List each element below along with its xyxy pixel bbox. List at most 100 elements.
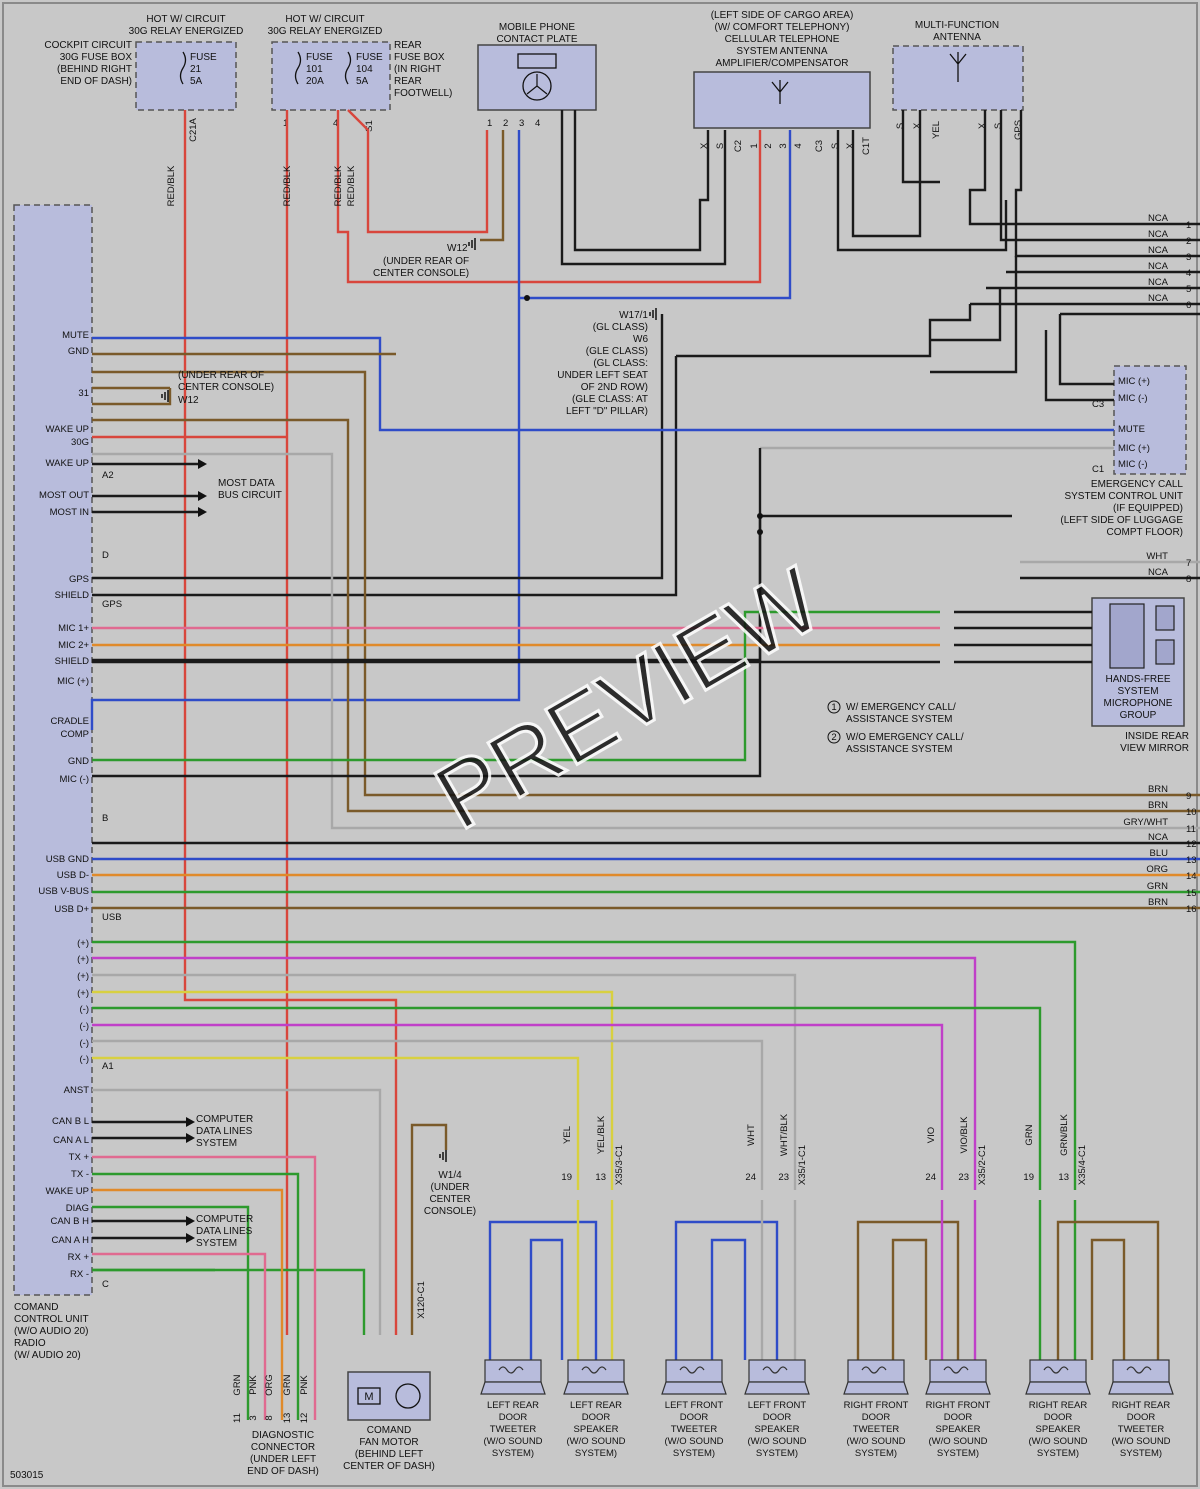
speaker-body (748, 1359, 806, 1383)
wire-nca-phone-2 (573, 110, 710, 252)
arrow-head (186, 1133, 195, 1143)
speaker-body (929, 1359, 987, 1383)
w12-top-loc-1: (UNDER REAR OF (383, 256, 469, 267)
rear-fuse-name-2: FUSE BOX (394, 52, 445, 63)
w12-mid-label: W12 (178, 395, 199, 406)
fuse-21-rating: 5A (190, 76, 203, 87)
comand-pin-function: (+) (77, 988, 89, 999)
speaker-4-name-4: (W/O SOUND (747, 1436, 806, 1447)
w17-line-9: LEFT "D" PILLAR) (566, 406, 648, 417)
diag-pin: 12 (299, 1413, 310, 1424)
mf-antenna-name-1: MULTI-FUNCTION (915, 20, 999, 31)
ecall-conn-c3: C3 (1092, 399, 1104, 410)
ecall-body (1113, 365, 1187, 475)
wire-nca-mic-minus (1044, 330, 1114, 402)
comand-fan-motor: M COMAND FAN MOTOR (BEHIND LEFT CENTER O… (343, 1281, 435, 1472)
speaker-conn-pin: 23 (778, 1172, 789, 1183)
wire-nca-ant-s (901, 110, 940, 184)
rear-fuse-box-body (271, 41, 391, 111)
speaker-3 (661, 1359, 727, 1395)
comand-pin-function: 30G (71, 437, 89, 448)
ground-w17-icon (649, 308, 657, 320)
rear-fuse-name-1: REAR (394, 40, 422, 51)
multi-function-antenna: MULTI-FUNCTION ANTENNA S X YEL X S GPS (892, 20, 1024, 140)
comand-name-4: RADIO (14, 1338, 46, 1349)
ecall-pin-mic-minus-2: MIC (-) (1118, 459, 1148, 470)
arrow-head (186, 1216, 195, 1226)
motor-icon-letter: M (364, 1391, 373, 1403)
comand-pin-function: RX - (70, 1269, 89, 1280)
data-lines-1-c: SYSTEM (196, 1138, 237, 1149)
fuse-21-number: 21 (190, 64, 202, 75)
comand-pin-function: (-) (80, 1004, 90, 1015)
wire-nca-ant-x (968, 110, 1200, 226)
speaker-3-name-2: DOOR (680, 1412, 709, 1423)
speaker-6-name-2: DOOR (944, 1412, 973, 1423)
arrow-head (198, 507, 207, 517)
wire-nca-w6b (930, 288, 1002, 342)
wire-brn-blk-rr (1056, 1220, 1160, 1360)
right-edge-pin: 9 (1186, 791, 1191, 802)
speaker-cone-icon (843, 1381, 909, 1395)
mf-antenna-pin-x2: X (977, 122, 988, 129)
w17-line-3: W6 (633, 334, 648, 345)
data-lines-1-b: DATA LINES (196, 1126, 253, 1137)
comand-pin-function: MUTE (62, 330, 89, 341)
legend-marker-2-text: 2 (831, 732, 836, 743)
w12-mid-loc-2: CENTER CONSOLE) (178, 382, 274, 393)
speaker-6 (925, 1359, 991, 1395)
cockpit-fuse-box: HOT W/ CIRCUIT 30G RELAY ENERGIZED COCKP… (44, 14, 243, 142)
right-edge-wire: NCA (1148, 567, 1169, 578)
legend-marker-2 (827, 730, 841, 744)
speaker-cone-icon (563, 1381, 629, 1395)
w17-line-6: UNDER LEFT SEAT (557, 370, 648, 381)
wire-grn-tx-minus (92, 1172, 300, 1420)
phone-pin-3: 3 (519, 118, 524, 129)
comand-pin-function: RX + (68, 1252, 90, 1263)
wire-blu-lr-tweeter (488, 1220, 598, 1360)
legend-1-line-1: W/ EMERGENCY CALL/ (846, 702, 956, 713)
wire-grn-blk-1 (92, 940, 1077, 1190)
speaker-coil-icon (498, 1366, 524, 1374)
speaker-conn-id: X35/1-C1 (797, 1145, 808, 1185)
antenna-icon (771, 80, 789, 104)
comand-pin-function: WAKE UP (46, 458, 89, 469)
speaker-cone-icon (744, 1381, 810, 1395)
most-bus-1: MOST DATA (218, 478, 275, 489)
legend: 1 W/ EMERGENCY CALL/ ASSISTANCE SYSTEM 2… (827, 700, 964, 755)
wire-nca-amp (640, 130, 727, 266)
speaker-conn-pin: 19 (1023, 1172, 1034, 1183)
wire-blu-lf (710, 1238, 747, 1360)
wire-blu-blk-amp (519, 130, 792, 300)
speaker-8-name-5: SYSTEM) (1120, 1448, 1162, 1459)
cell-amp-body (693, 71, 871, 129)
hands-free-location-1: INSIDE REAR (1125, 731, 1189, 742)
figure-id: 503015 (10, 1470, 44, 1481)
wire-layer (90, 109, 1200, 1420)
comand-pin-function: COMP (61, 729, 90, 740)
comand-pin-function: USB GND (46, 854, 89, 865)
cockpit-fuse-name-2: 30G FUSE BOX (60, 52, 133, 63)
speaker-5-name-2: DOOR (862, 1412, 891, 1423)
speaker-conn-wire: WHT (746, 1124, 757, 1146)
right-edge-wire: NCA (1148, 261, 1169, 272)
label-red-blk-3: RED/BLK (346, 165, 357, 206)
wire-vio-blk-2 (92, 956, 977, 1190)
right-edge-pin: 10 (1186, 807, 1197, 818)
speaker-conn-id: X35/4-C1 (1077, 1145, 1088, 1185)
comand-pin-function: GND (68, 756, 89, 767)
speaker-1-name-4: (W/O SOUND (483, 1436, 542, 1447)
w14-loc-3: CONSOLE) (424, 1206, 476, 1217)
right-edge-wire: BRN (1148, 800, 1168, 811)
diag-name-4: END OF DASH) (247, 1466, 319, 1477)
cell-amp-pin-s2: S (830, 143, 841, 149)
comand-pin-function: MIC (+) (57, 676, 89, 687)
wire-blu-blk-phone (90, 130, 521, 730)
wire-wht-blk-3 (92, 973, 797, 1190)
comand-pin-function: 31 (78, 388, 89, 399)
data-lines-1-a: COMPUTER (196, 1114, 253, 1125)
speaker-cone-icon (480, 1381, 546, 1395)
cell-amp-pin-3: 3 (778, 143, 789, 148)
comand-connector-id: USB (102, 912, 122, 923)
right-edge-wire: BLU (1150, 848, 1169, 859)
